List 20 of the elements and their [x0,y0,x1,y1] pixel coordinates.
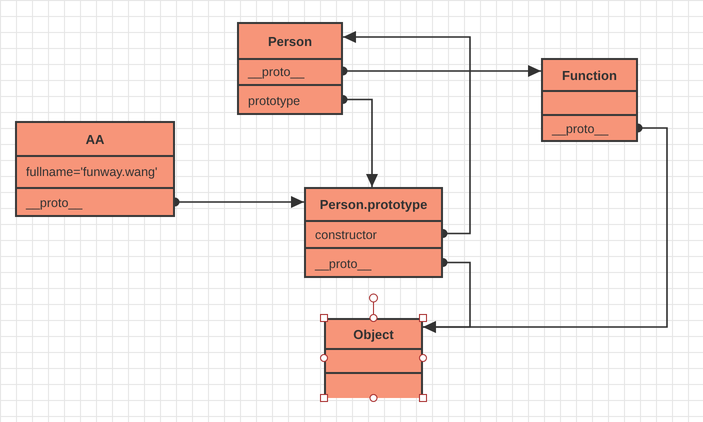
attribute-row: fullname='funway.wang' [17,155,173,187]
class-box [304,187,443,278]
class-name: AA [84,130,106,148]
attribute-row: prototype [239,84,341,115]
attribute-row: __proto__ [306,247,441,278]
class-box [541,58,638,142]
attribute-row: __proto__ [543,114,636,142]
attribute-row: constructor [306,220,441,247]
class-name: Object [352,326,395,344]
class-name: Person.prototype [318,196,428,214]
attribute-row: __proto__ [17,187,173,217]
reference-arrow [343,31,471,238]
attribute-row: __proto__ [239,58,341,84]
empty-row [326,372,421,398]
class-box [15,121,175,217]
class-box [324,318,423,398]
class-box [237,22,343,115]
class-name: Person [266,32,314,50]
reference-arrow [423,124,668,333]
class-name: Function [561,66,618,84]
